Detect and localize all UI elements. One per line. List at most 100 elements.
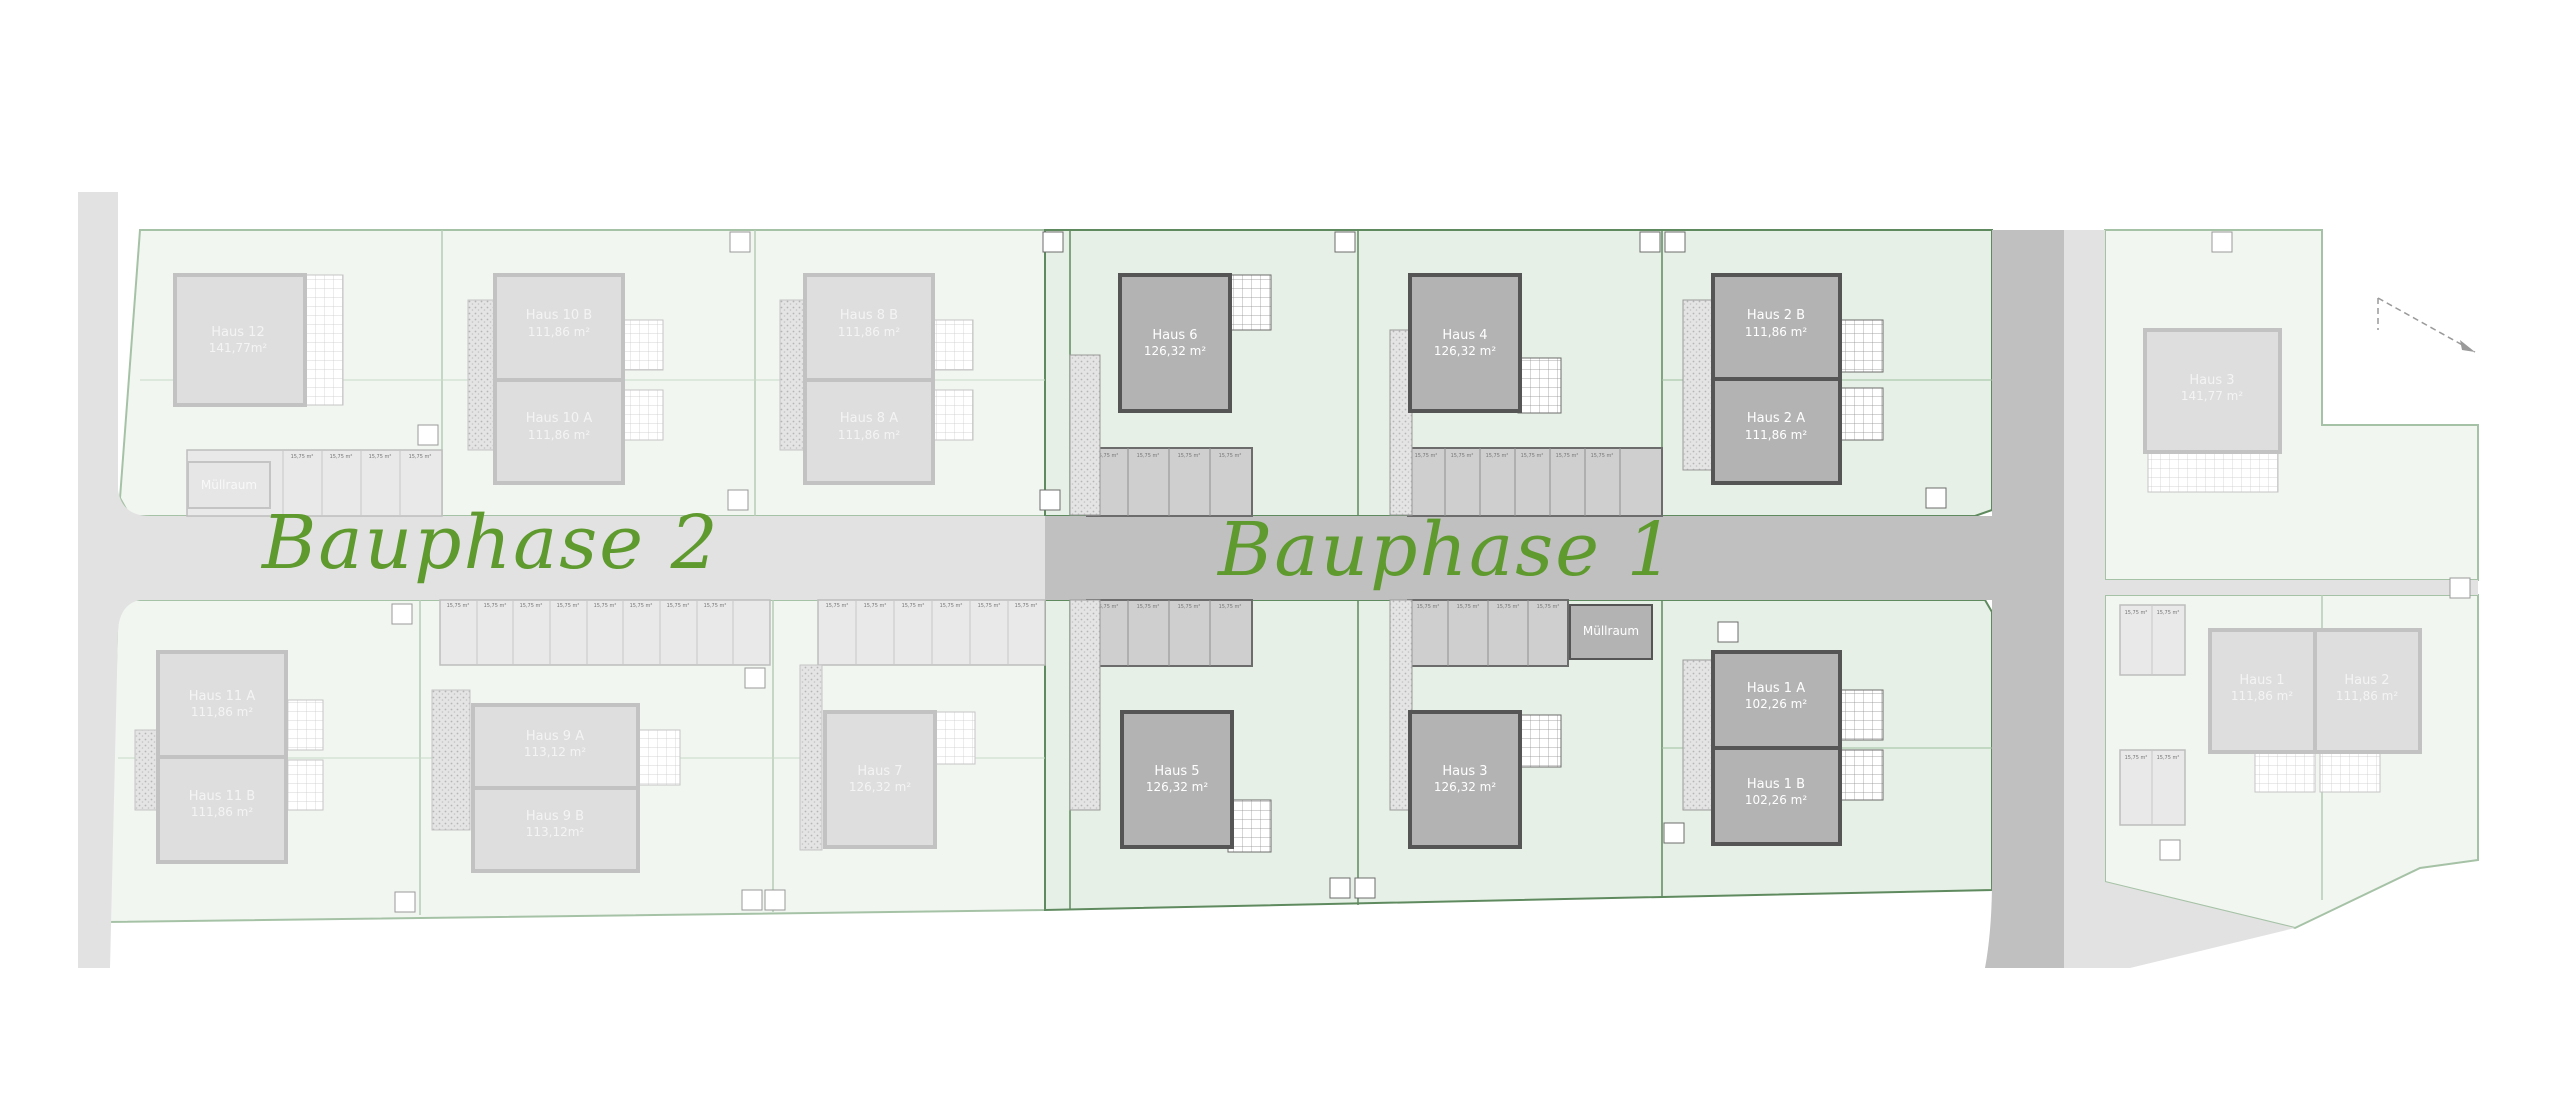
house-4[interactable]: Haus 4 126,32 m² (1408, 273, 1522, 413)
house-12[interactable]: Haus 12 141,77m² (173, 273, 307, 407)
svg-text:Haus 4: Haus 4 (1442, 328, 1487, 343)
house-3[interactable]: Haus 3 126,32 m² (1408, 710, 1522, 849)
svg-text:Haus 3: Haus 3 (1442, 764, 1487, 779)
svg-text:15,75 m²: 15,75 m² (2157, 610, 2180, 616)
houses: Haus 12 141,77m² Haus 10 B 111,86 m² Hau… (156, 273, 2422, 873)
phase-2-label: Bauphase 2 (260, 500, 720, 586)
house-7[interactable]: Haus 7 126,32 m² (823, 710, 937, 849)
svg-text:102,26 m²: 102,26 m² (1745, 697, 1807, 711)
house-6[interactable]: Haus 6 126,32 m² (1118, 273, 1232, 413)
house-9b[interactable]: Haus 9 B 113,12m² (471, 786, 640, 873)
svg-text:15,75 m²: 15,75 m² (1178, 453, 1201, 459)
svg-text:15,75 m²: 15,75 m² (1137, 453, 1160, 459)
svg-text:15,75 m²: 15,75 m² (1219, 604, 1242, 610)
svg-text:15,75 m²: 15,75 m² (447, 603, 470, 609)
house-5[interactable]: Haus 5 126,32 m² (1120, 710, 1234, 849)
house-9a[interactable]: Haus 9 A 113,12 m² (471, 703, 640, 790)
phase-1-label: Bauphase 1 (1216, 507, 1676, 593)
house-3-right[interactable]: Haus 3 141,77 m² (2143, 328, 2282, 454)
svg-text:15,75 m²: 15,75 m² (1497, 604, 1520, 610)
house-10b[interactable]: Haus 10 B 111,86 m² (493, 273, 625, 382)
svg-text:Haus 11 A: Haus 11 A (189, 689, 256, 704)
house-1[interactable]: Haus 1 111,86 m² (2208, 628, 2317, 754)
svg-text:15,75 m²: 15,75 m² (864, 603, 887, 609)
house-11a[interactable]: Haus 11 A 111,86 m² (156, 650, 288, 759)
svg-text:126,32 m²: 126,32 m² (1144, 344, 1206, 358)
svg-text:Haus 6: Haus 6 (1152, 328, 1197, 343)
svg-text:111,86 m²: 111,86 m² (528, 325, 590, 339)
road-vertical (1992, 230, 2064, 968)
house-10a[interactable]: Haus 10 A 111,86 m² (493, 378, 625, 485)
svg-text:Haus 12: Haus 12 (211, 325, 264, 340)
svg-text:15,75 m²: 15,75 m² (409, 454, 432, 460)
svg-text:111,86 m²: 111,86 m² (838, 428, 900, 442)
svg-text:15,75 m²: 15,75 m² (1521, 453, 1544, 459)
house-8a[interactable]: Haus 8 A 111,86 m² (803, 378, 935, 485)
svg-text:15,75 m²: 15,75 m² (1457, 604, 1480, 610)
svg-text:113,12 m²: 113,12 m² (524, 745, 586, 759)
north-arrow-icon (2377, 297, 2476, 353)
svg-text:Haus 1 A: Haus 1 A (1747, 681, 1805, 696)
svg-text:15,75 m²: 15,75 m² (1486, 453, 1509, 459)
svg-text:15,75 m²: 15,75 m² (484, 603, 507, 609)
svg-text:15,75 m²: 15,75 m² (2157, 755, 2180, 761)
svg-text:15,75 m²: 15,75 m² (1415, 453, 1438, 459)
parking-lower: 15,75 m² 15,75 m² 15,75 m² 15,75 m² 15,7… (439, 599, 2186, 826)
svg-text:15,75 m²: 15,75 m² (940, 603, 963, 609)
svg-text:Haus 1 B: Haus 1 B (1747, 777, 1805, 792)
gravel-paths (134, 299, 1714, 851)
svg-text:15,75 m²: 15,75 m² (1096, 453, 1119, 459)
svg-text:15,75 m²: 15,75 m² (667, 603, 690, 609)
svg-text:15,75 m²: 15,75 m² (704, 603, 727, 609)
house-2b[interactable]: Haus 2 B 111,86 m² (1711, 273, 1842, 381)
svg-text:15,75 m²: 15,75 m² (557, 603, 580, 609)
svg-text:Haus 10 B: Haus 10 B (526, 308, 592, 323)
svg-text:Haus 5: Haus 5 (1154, 764, 1199, 779)
svg-text:Haus 11 B: Haus 11 B (189, 789, 255, 804)
svg-text:111,86 m²: 111,86 m² (528, 428, 590, 442)
svg-text:15,75 m²: 15,75 m² (1178, 604, 1201, 610)
svg-text:111,86 m²: 111,86 m² (1745, 325, 1807, 339)
muellraum-phase1: Müllraum (1569, 604, 1653, 660)
svg-text:141,77m²: 141,77m² (209, 341, 268, 355)
svg-text:15,75 m²: 15,75 m² (1096, 604, 1119, 610)
svg-text:Haus 2 B: Haus 2 B (1747, 308, 1805, 323)
svg-text:15,75 m²: 15,75 m² (902, 603, 925, 609)
muellraum-phase2: Müllraum (187, 461, 271, 509)
svg-text:Haus 9 A: Haus 9 A (526, 729, 584, 744)
svg-text:15,75 m²: 15,75 m² (1451, 453, 1474, 459)
svg-text:Haus 10 A: Haus 10 A (526, 411, 593, 426)
svg-text:15,75 m²: 15,75 m² (1591, 453, 1614, 459)
svg-text:Haus 8 A: Haus 8 A (840, 411, 898, 426)
svg-text:Haus 1: Haus 1 (2239, 673, 2284, 688)
road-main-phase1 (1045, 516, 2035, 600)
svg-text:111,86 m²: 111,86 m² (191, 805, 253, 819)
svg-text:15,75 m²: 15,75 m² (826, 603, 849, 609)
svg-text:126,32 m²: 126,32 m² (1434, 344, 1496, 358)
svg-text:141,77 m²: 141,77 m² (2181, 389, 2243, 403)
house-11b[interactable]: Haus 11 B 111,86 m² (156, 755, 288, 864)
svg-text:15,75 m²: 15,75 m² (1556, 453, 1579, 459)
road-vertical-bend (1985, 880, 2064, 968)
svg-text:126,32 m²: 126,32 m² (1146, 780, 1208, 794)
house-2a[interactable]: Haus 2 A 111,86 m² (1711, 377, 1842, 485)
road-right-spur (2064, 230, 2295, 968)
house-1a[interactable]: Haus 1 A 102,26 m² (1711, 650, 1842, 750)
svg-text:15,75 m²: 15,75 m² (2125, 755, 2148, 761)
house-2[interactable]: Haus 2 111,86 m² (2313, 628, 2422, 754)
svg-text:Müllraum: Müllraum (1583, 624, 1639, 638)
svg-text:Haus 2 A: Haus 2 A (1747, 411, 1805, 426)
house-1b[interactable]: Haus 1 B 102,26 m² (1711, 746, 1842, 846)
roads (78, 192, 2478, 968)
svg-text:126,32 m²: 126,32 m² (849, 780, 911, 794)
svg-text:15,75 m²: 15,75 m² (2125, 610, 2148, 616)
svg-text:15,75 m²: 15,75 m² (1417, 604, 1440, 610)
road-west (78, 192, 1045, 968)
svg-text:15,75 m²: 15,75 m² (978, 603, 1001, 609)
house-8b[interactable]: Haus 8 B 111,86 m² (803, 273, 935, 382)
svg-text:126,32 m²: 126,32 m² (1434, 780, 1496, 794)
svg-text:Haus 7: Haus 7 (857, 764, 902, 779)
svg-text:15,75 m²: 15,75 m² (291, 454, 314, 460)
svg-text:15,75 m²: 15,75 m² (1537, 604, 1560, 610)
svg-text:15,75 m²: 15,75 m² (330, 454, 353, 460)
